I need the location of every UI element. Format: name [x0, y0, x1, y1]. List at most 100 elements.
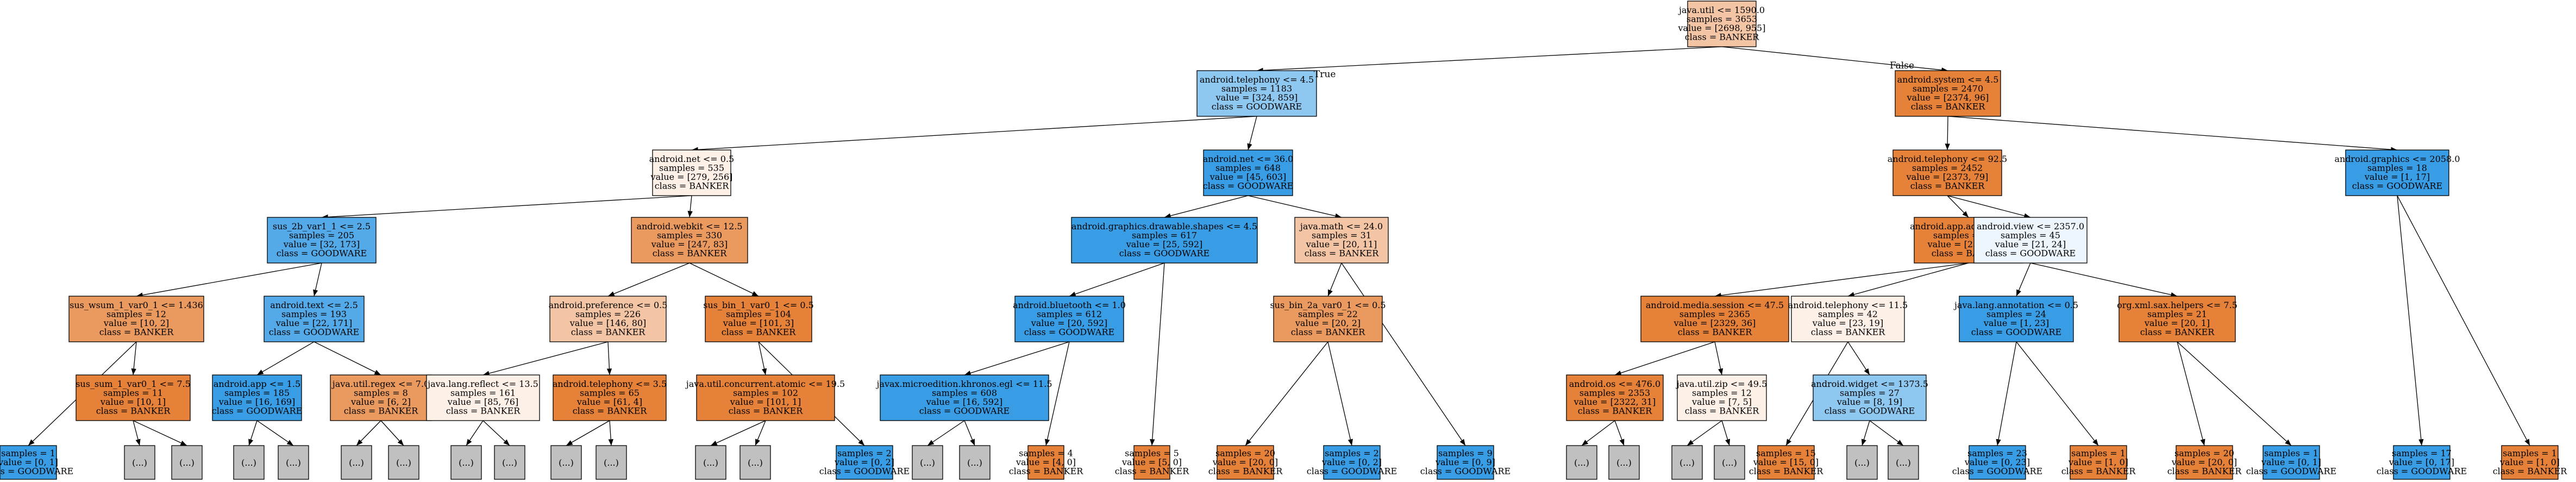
tree-edge [466, 420, 484, 446]
node-text-line: android.net <= 36.0 [1203, 154, 1294, 164]
node-text-line: class = BANKER [1685, 32, 1760, 42]
node-text-line: value = [5, 0] [1121, 457, 1182, 467]
tree-edge [2030, 262, 2178, 297]
ellipsis-box [1566, 445, 1597, 480]
edge-label-false: False [1890, 60, 1914, 71]
truncated-subtree-node: (...) [695, 445, 726, 480]
node-box [705, 296, 812, 342]
node-box [0, 445, 57, 480]
node-text-line: value = [6, 2] [350, 397, 411, 407]
node-text-line: value = [10, 2] [103, 318, 169, 328]
node-box [1813, 374, 1927, 421]
node-text-line: class = BANKER [1578, 406, 1653, 416]
tree-edge [755, 420, 766, 446]
node-text-line: samples = 24 [1986, 309, 2046, 320]
tree-edge [2397, 195, 2424, 446]
node-text-line: samples = 1 [2503, 448, 2557, 458]
tree-edge [256, 420, 294, 446]
node-text-line: class = GOODWARE [1971, 327, 2061, 337]
node-text-line: samples = 226 [575, 309, 641, 320]
node-text-line: value = [0, 23] [1964, 457, 2030, 467]
node-text-line: sus_bin_1_var0_1 <= 0.5 [703, 300, 814, 310]
node-text-line: class = GOODWARE [212, 406, 302, 416]
ellipsis-box [171, 445, 203, 480]
truncated-subtree-node: (...) [494, 445, 525, 480]
tree-edge [964, 341, 1070, 375]
tree-edge [1861, 420, 1870, 446]
tree-edge [356, 420, 381, 446]
node-text-line: value = [279, 256] [650, 172, 733, 182]
node-text-line: value = [324, 859] [1215, 92, 1298, 103]
tree-edge [566, 420, 610, 446]
node-text-line: class = BANKER [573, 406, 648, 416]
node-text-line: value = [8, 19] [1837, 397, 1902, 407]
node-text-line: class = GOODWARE [269, 327, 359, 337]
node-text-line: samples = 22 [1298, 309, 1358, 320]
node-text-line: value = [1, 0] [2499, 457, 2560, 467]
node-text-line: value = [146, 80] [569, 318, 647, 328]
node-text-line: value = [16, 169] [218, 397, 296, 407]
node-text-line: samples = 617 [1132, 230, 1197, 241]
node-text-line: value = [25, 592] [1126, 239, 1203, 249]
node-text-line: class = GOODWARE [1952, 466, 2042, 476]
node-text-line: samples = 2365 [1679, 309, 1750, 320]
node-text-line: android.graphics.drawable.shapes <= 4.5 [1071, 221, 1257, 231]
node-box [696, 374, 835, 421]
node-text-line: samples = 8 [354, 388, 408, 398]
node-text-line: samples = 608 [932, 388, 997, 398]
node-text-line: android.telephony <= 92.5 [1888, 154, 2007, 164]
edge-label-true: True [1314, 69, 1336, 80]
node-text-line: samples = 612 [1037, 309, 1102, 320]
node-text-line: samples = 45 [2001, 230, 2060, 241]
node-text-line: samples = 102 [733, 388, 798, 398]
truncated-subtree-node: (...) [1846, 445, 1878, 480]
node-text-line: android.telephony <= 11.5 [1788, 300, 1908, 310]
tree-node-n9: android.graphics.drawable.shapes <= 4.5s… [1071, 217, 1258, 264]
node-text-line: samples = 18 [2367, 163, 2427, 173]
node-text-line: class = GOODWARE [2246, 466, 2336, 476]
tree-edge [1327, 341, 1353, 446]
node-text-line: class = BANKER [653, 248, 728, 259]
node-box [1323, 445, 1381, 480]
node-text-line: class = BANKER [655, 181, 730, 191]
node-text-line: android.telephony <= 3.5 [553, 379, 667, 389]
tree-edge [758, 341, 767, 375]
tree-node-n32: javax.microedition.khronos.egl <= 11.5sa… [875, 374, 1052, 421]
node-text-line: android.bluetooth <= 1.0 [1013, 300, 1126, 310]
node-text-line: samples = 5 [1125, 448, 1179, 458]
ellipsis-text: (...) [559, 458, 574, 468]
truncated-subtree-node: (...) [912, 445, 943, 480]
node-text-line: class = GOODWARE [1212, 102, 1302, 112]
tree-edge [1847, 262, 1969, 297]
node-text-line: value = [23, 19] [1812, 318, 1883, 328]
node-box [1687, 1, 1757, 47]
node-text-line: value = [247, 83] [651, 239, 728, 249]
tree-edge [1947, 116, 2398, 152]
ellipsis-box [388, 445, 419, 480]
node-box [1203, 149, 1293, 196]
node-text-line: value = [0, 17] [2389, 457, 2454, 467]
tree-edge [1248, 195, 1342, 218]
node-text-line: android.graphics <= 2058.0 [2334, 154, 2460, 164]
node-text-line: sus_2b_var1_1 <= 2.5 [273, 221, 371, 231]
ellipsis-box [1671, 445, 1703, 480]
ellipsis-box [450, 445, 482, 480]
node-text-line: samples = 535 [659, 163, 724, 173]
node-text-line: samples = 1183 [1221, 84, 1292, 94]
node-text-line: value = [0, 9] [1435, 457, 1495, 467]
node-text-line: samples = 1 [2264, 448, 2318, 458]
tree-edge [1164, 195, 1249, 218]
node-text-line: value = [4, 0] [1016, 457, 1076, 467]
node-box [426, 374, 540, 421]
tree-edge [380, 420, 404, 446]
ellipsis-box [233, 445, 265, 480]
ellipsis-box [695, 445, 726, 480]
node-text-line: class = GOODWARE [1119, 248, 1209, 259]
tree-edge [482, 420, 510, 446]
node-text-line: class = GOODWARE [2377, 466, 2467, 476]
node-text-line: samples = 2353 [1580, 388, 1650, 398]
